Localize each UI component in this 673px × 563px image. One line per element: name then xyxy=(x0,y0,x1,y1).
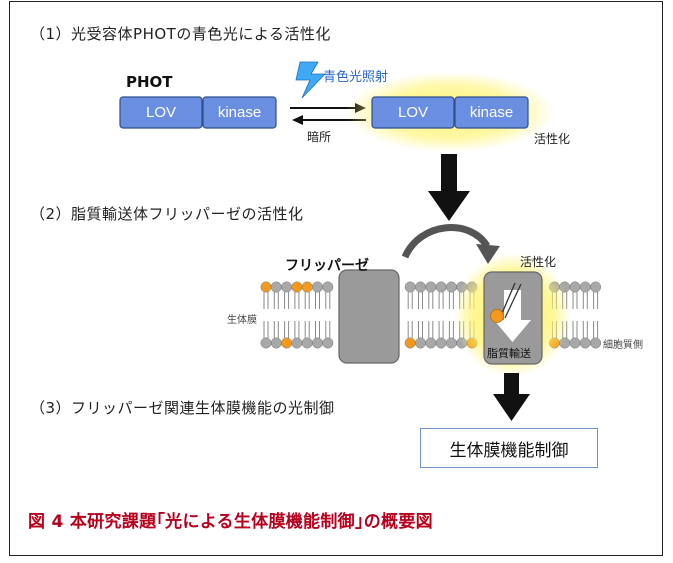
lov-label-inactive: LOV xyxy=(145,104,176,121)
flippase-label: フリッパーゼ xyxy=(285,258,369,274)
lipid-head xyxy=(270,337,282,349)
lipid-head xyxy=(270,281,282,293)
lipid-head xyxy=(291,281,303,293)
blue-light-label: 青色光照射 xyxy=(323,70,389,85)
lipid-head xyxy=(260,281,272,293)
lipid-head xyxy=(260,337,272,349)
lipid-head xyxy=(291,337,303,349)
lipid-head xyxy=(569,337,581,349)
lipid-head xyxy=(425,337,437,349)
step3-title: （3）フリッパーゼ関連生体膜機能の光制御 xyxy=(30,399,335,417)
down-arrow-icon xyxy=(493,373,530,421)
lipid-head xyxy=(404,337,416,349)
lipid-head xyxy=(301,281,313,293)
phot-label: PHOT xyxy=(126,73,173,91)
lipid-head xyxy=(445,281,457,293)
lipid-head xyxy=(445,337,457,349)
lipid-head xyxy=(281,337,293,349)
lipid-head xyxy=(301,337,313,349)
lipid-head xyxy=(281,281,293,293)
result-box: 生体膜機能制御 xyxy=(420,428,598,468)
lightning-icon xyxy=(295,61,326,99)
lipid-head xyxy=(415,281,426,293)
lipid-head xyxy=(322,281,334,293)
lipid-head xyxy=(590,281,602,293)
down-arrow-icon xyxy=(428,154,470,221)
flippase-inactive xyxy=(338,269,400,364)
step1-title: （1）光受容体PHOTの青色光による活性化 xyxy=(30,25,331,43)
phot-lov-domain-inactive xyxy=(119,96,203,129)
cytoplasm-label: 細胞質側 xyxy=(603,340,643,351)
curved-arrow-icon xyxy=(401,224,500,264)
phot-kinase-domain-inactive xyxy=(202,96,277,129)
lipid-head xyxy=(579,337,591,349)
phot-kinase-domain-active xyxy=(454,96,529,129)
lipid-head xyxy=(312,337,323,349)
activation-label: 活性化 xyxy=(534,132,571,146)
lipid-head xyxy=(404,281,416,293)
lipid-head xyxy=(579,281,591,293)
step2-title: （2）脂質輸送体フリッパーゼの活性化 xyxy=(30,205,304,223)
lipid-head xyxy=(590,337,602,349)
dark-label: 暗所 xyxy=(307,130,332,144)
kinase-label-inactive: kinase xyxy=(217,104,262,121)
lipid-head xyxy=(569,281,581,293)
lipid-head xyxy=(415,337,426,349)
lipid-head xyxy=(435,281,447,293)
lipid-head xyxy=(312,281,323,293)
lipid-transport-arrow-icon xyxy=(490,282,531,342)
figure-caption: 図 4 本研究課題｢光による生体膜機能制御｣の概要図 xyxy=(28,512,433,532)
kinase-label-active: kinase xyxy=(469,104,514,121)
activation2-label: 活性化 xyxy=(520,255,557,269)
membrane-label: 生体膜 xyxy=(227,315,257,326)
figure-frame xyxy=(9,1,663,556)
phot-lov-domain-active xyxy=(371,96,455,129)
lipid-transport-label: 脂質輸送 xyxy=(487,347,531,360)
lipid-head xyxy=(425,281,437,293)
lov-label-active: LOV xyxy=(397,104,428,121)
lipid-head xyxy=(435,337,447,349)
lipid-head xyxy=(322,337,334,349)
